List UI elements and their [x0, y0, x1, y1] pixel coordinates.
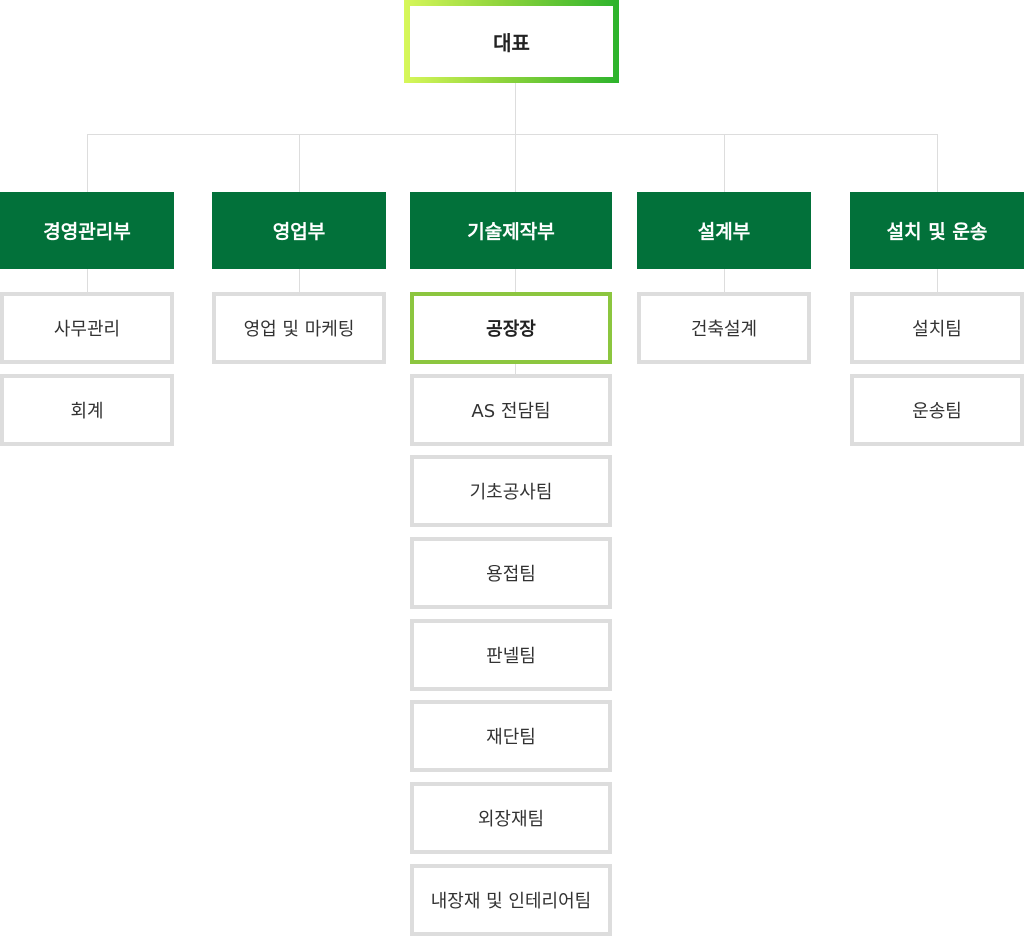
connector-team-3b: [515, 362, 516, 376]
ceo-label: 대표: [410, 6, 613, 77]
team-transport: 운송팀: [850, 374, 1024, 446]
team-office-admin: 사무관리: [0, 292, 174, 364]
team-exterior: 외장재팀: [410, 782, 612, 854]
dept-technical-production: 기술제작부: [410, 192, 612, 269]
connector-team-3: [515, 269, 516, 293]
team-foundation: 기초공사팀: [410, 455, 612, 527]
connector-dept-2: [299, 134, 300, 192]
dept-management: 경영관리부: [0, 192, 174, 269]
ceo-box: 대표: [404, 0, 619, 83]
connector-team-1: [87, 269, 88, 293]
connector-team-4: [724, 269, 725, 293]
team-installation: 설치팀: [850, 292, 1024, 364]
team-interior: 내장재 및 인테리어팀: [410, 864, 612, 936]
team-welding: 용접팀: [410, 537, 612, 609]
team-factory-manager: 공장장: [410, 292, 612, 364]
team-cutting: 재단팀: [410, 700, 612, 772]
connector-dept-4: [724, 134, 725, 192]
team-architectural-design: 건축설계: [637, 292, 811, 364]
team-sales-marketing: 영업 및 마케팅: [212, 292, 386, 364]
connector-horizontal: [87, 134, 938, 135]
dept-installation-transport: 설치 및 운송: [850, 192, 1024, 269]
connector-dept-1: [87, 134, 88, 192]
dept-design: 설계부: [637, 192, 811, 269]
connector-dept-3: [515, 134, 516, 192]
connector-ceo-down: [515, 83, 516, 134]
connector-team-5: [937, 269, 938, 293]
connector-team-2: [299, 269, 300, 293]
team-as-service: AS 전담팀: [410, 374, 612, 446]
connector-dept-5: [937, 134, 938, 192]
team-panel: 판넬팀: [410, 619, 612, 691]
dept-sales: 영업부: [212, 192, 386, 269]
team-accounting: 회계: [0, 374, 174, 446]
